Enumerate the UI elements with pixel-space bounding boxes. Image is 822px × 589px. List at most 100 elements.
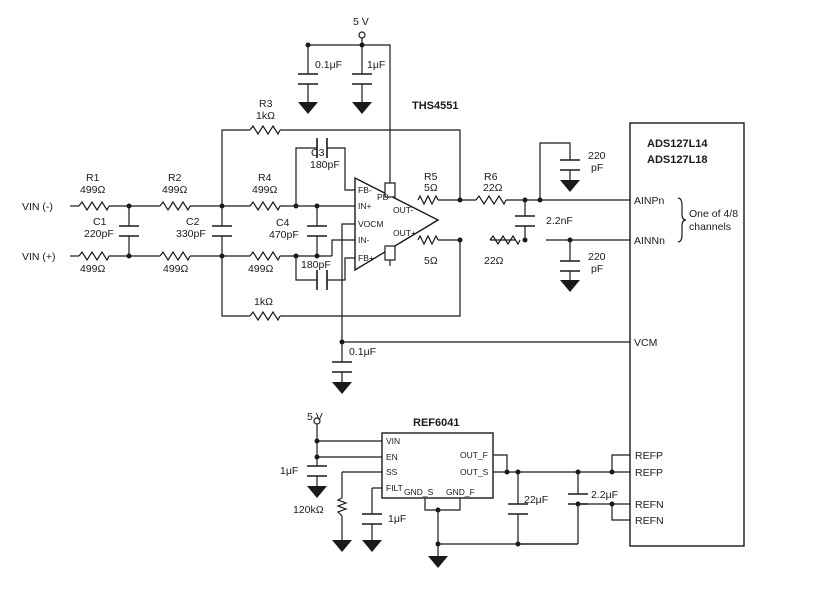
ref-pin-gnds: GND_S: [404, 487, 434, 497]
amp-pin-vocm: VOCM: [358, 219, 384, 229]
r1-name: R1: [86, 172, 100, 184]
r1-value: 499Ω: [80, 184, 106, 196]
top-gnd-cap-a: 220: [588, 150, 606, 162]
r4-value: 499Ω: [252, 184, 278, 196]
capacitor-c1: [119, 225, 139, 237]
r6-value: 22Ω: [483, 182, 503, 194]
ground-icon: [307, 486, 327, 498]
amp-name: THS4551: [412, 100, 458, 112]
capacitor-c3: [316, 138, 328, 158]
r6-name: R6: [484, 171, 498, 183]
resistor-r4b: [249, 250, 281, 262]
resistor-r2b: [159, 250, 191, 262]
ground-icon: [560, 280, 580, 292]
labels: 5 V 5 V VIN (-) VIN (+) R1 499Ω R2 499Ω …: [22, 16, 618, 525]
junction-dots: [126, 42, 615, 547]
resistor-r1: [78, 200, 110, 212]
resistor-r6: [475, 194, 507, 206]
c3-name: C3: [311, 147, 325, 159]
amp-pin-inp: IN+: [358, 201, 372, 211]
diff-cap-value: 2.2nF: [546, 215, 573, 227]
r5b-value: 5Ω: [424, 255, 438, 267]
ground-icon: [428, 556, 448, 568]
adc-pin-vcm: VCM: [634, 337, 657, 349]
capacitor-bot-gnd: [560, 260, 580, 272]
ref-pin-gndf: GND_F: [446, 487, 475, 497]
ref-name: REF6041: [413, 417, 459, 429]
c1-value: 220pF: [84, 228, 114, 240]
ss-resistor-value: 120kΩ: [293, 504, 324, 516]
amp-pin-outm: OUT-: [393, 205, 413, 215]
channel-note-2: channels: [689, 221, 731, 233]
channel-note-1: One of 4/8: [689, 208, 738, 220]
sup-cap1-value: 0.1μF: [315, 59, 342, 71]
resistors: [78, 124, 521, 517]
capacitor-ref-in: [307, 465, 327, 477]
r4-name: R4: [258, 172, 272, 184]
capacitor-sup2: [352, 73, 372, 85]
supply-label-ref: 5 V: [307, 411, 323, 423]
ref-pin-outf: OUT_F: [460, 450, 488, 460]
pd-pin-box: [384, 182, 396, 198]
capacitor-fb-bottom: [316, 270, 328, 290]
resistor-r1b: [78, 250, 110, 262]
capacitor-diff: [515, 215, 535, 227]
r3-value: 1kΩ: [256, 110, 275, 122]
ground-icon: [332, 540, 352, 552]
amp-pin-outp: OUT+: [393, 228, 416, 238]
ground-icon: [362, 540, 382, 552]
top-gnd-cap-b: pF: [591, 162, 603, 174]
capacitors: [119, 73, 588, 525]
ref-pin-en: EN: [386, 452, 398, 462]
c3-value: 180pF: [310, 159, 340, 171]
supply-label-top: 5 V: [353, 16, 369, 28]
capacitor-ref-filt: [362, 513, 382, 525]
capacitor-ref-out: [508, 503, 528, 515]
adc-pin-refn-2: REFN: [635, 515, 664, 527]
supply-terminal-top: [358, 31, 366, 39]
capacitor-ref-out2: [568, 493, 588, 505]
amp-pin-fbm: FB-: [358, 185, 372, 195]
c1-name: C1: [93, 216, 107, 228]
adc-pin-ainn: AINNn: [634, 235, 665, 247]
bot-gnd-cap-a: 220: [588, 251, 606, 263]
bot-gnd-cap-b: pF: [591, 263, 603, 275]
r5-name: R5: [424, 171, 438, 183]
ref-pin-ss: SS: [386, 467, 398, 477]
resistor-fb-bottom: [249, 310, 281, 322]
r3-name: R3: [259, 98, 273, 110]
vcm-cap-value: 0.1μF: [349, 346, 376, 358]
ground-icon: [298, 102, 318, 114]
r2-name: R2: [168, 172, 182, 184]
c2-name: C2: [186, 216, 200, 228]
r2-value: 499Ω: [162, 184, 188, 196]
r2b-value: 499Ω: [163, 263, 189, 275]
wires: [70, 37, 630, 556]
resistor-r5-body: [417, 194, 439, 206]
amp-pin-inm: IN-: [358, 235, 370, 245]
ground-icon: [352, 102, 372, 114]
adc-name-2: ADS127L18: [647, 154, 708, 166]
amplifier-ths4551: FB- IN+ VOCM IN- FB+ PD OUT- OUT+ THS455…: [354, 100, 458, 272]
adc-pin-refp-1: REFP: [635, 450, 663, 462]
ref-pin-vin: VIN: [386, 436, 400, 446]
fb-bottom-cap-value: 180pF: [301, 259, 331, 271]
resistor-r2: [159, 200, 191, 212]
resistor-ss: [336, 497, 348, 517]
c4-value: 470pF: [269, 229, 299, 241]
capacitor-c2: [212, 225, 232, 237]
adc-pin-refp-2: REFP: [635, 467, 663, 479]
resistor-r5b: [417, 234, 439, 246]
ref-filt-cap-value: 1μF: [388, 513, 406, 525]
reference-ref6041: REF6041 VIN EN SS FILT OUT_F OUT_S GND_S…: [381, 417, 494, 499]
ref-pin-outs: OUT_S: [460, 467, 489, 477]
ref-in-cap-value: 1μF: [280, 465, 298, 477]
ground-icon: [332, 382, 352, 394]
adc-name-1: ADS127L14: [647, 138, 708, 150]
adc-pin-ainp: AINPn: [634, 195, 665, 207]
r1b-value: 499Ω: [80, 263, 106, 275]
ref-out-cap-value: 22μF: [524, 494, 548, 506]
r4b-value: 499Ω: [248, 263, 274, 275]
amp-pin-fbp: FB+: [358, 253, 374, 263]
